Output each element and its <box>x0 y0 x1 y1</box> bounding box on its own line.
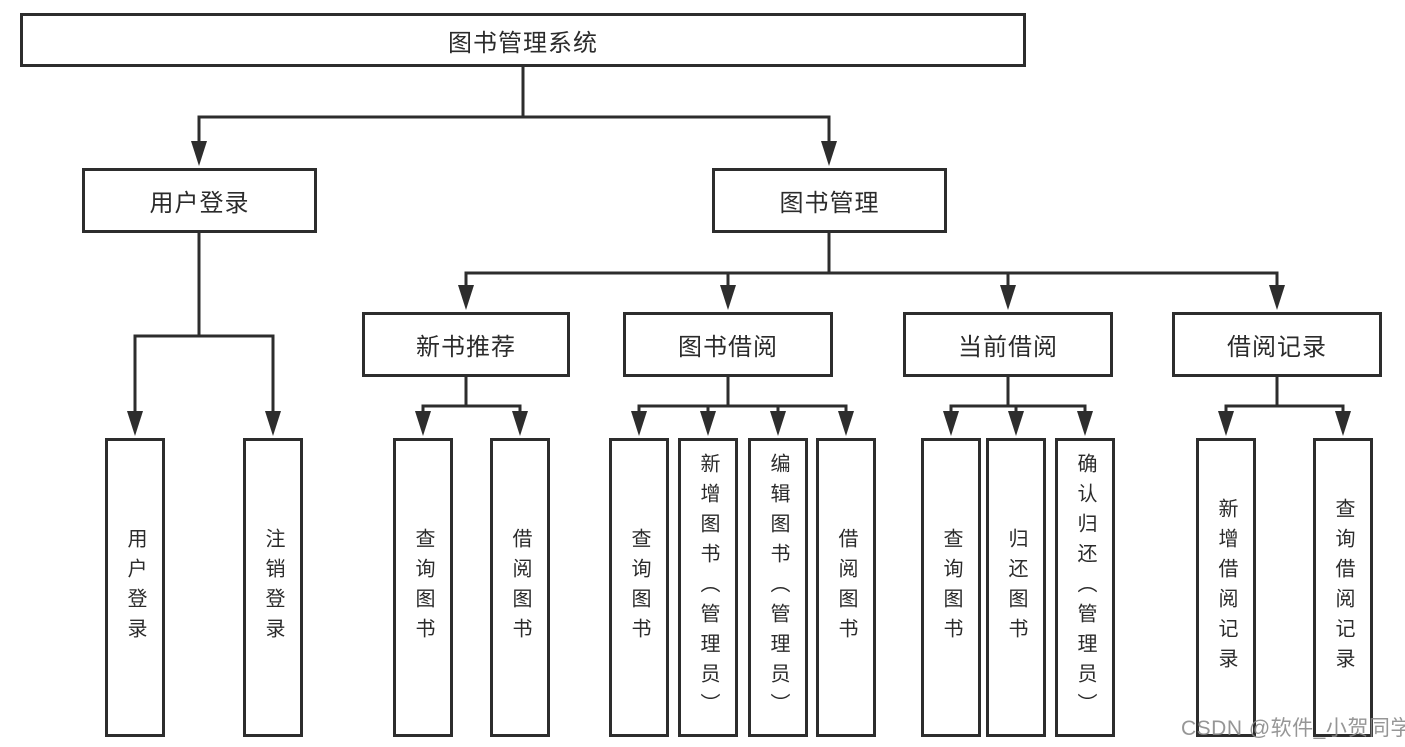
arrowhead-icon <box>1077 411 1093 436</box>
node-book-borrow: 图书借阅 <box>623 312 833 377</box>
arrowhead-icon <box>265 411 281 436</box>
node-new-book-recommend: 新书推荐 <box>362 312 570 377</box>
connector-root-split <box>197 65 831 143</box>
leaf-add-borrow-record-label: 新增借阅记录 <box>1215 497 1237 678</box>
arrowhead-icon <box>127 411 143 436</box>
connector-new-book-split <box>421 375 522 413</box>
leaf-logout-label: 注销登录 <box>262 527 284 648</box>
leaf-user-login-label: 用户登录 <box>124 527 146 648</box>
arrowhead-icon <box>512 411 528 436</box>
arrowhead-icon <box>191 141 207 166</box>
node-current-borrow-label: 当前借阅 <box>958 334 1058 361</box>
leaf-edit-books-admin-label: 编辑图书（管理员） <box>767 452 789 723</box>
leaf-confirm-return-admin: 确认归还（管理员） <box>1055 438 1115 737</box>
leaf-query-books-current: 查询图书 <box>921 438 981 737</box>
leaf-borrow-books: 借阅图书 <box>816 438 876 737</box>
leaf-confirm-return-admin-label: 确认归还（管理员） <box>1074 452 1096 723</box>
node-book-management: 图书管理 <box>712 168 947 233</box>
node-borrow-records-label: 借阅记录 <box>1227 334 1327 361</box>
node-new-book-recommend-label: 新书推荐 <box>416 334 516 361</box>
node-borrow-records: 借阅记录 <box>1172 312 1382 377</box>
connector-borrow-records-split <box>1224 375 1345 413</box>
leaf-return-books: 归还图书 <box>986 438 1046 737</box>
node-current-borrow: 当前借阅 <box>903 312 1113 377</box>
arrowhead-icon <box>700 411 716 436</box>
leaf-add-borrow-record: 新增借阅记录 <box>1196 438 1256 737</box>
leaf-logout: 注销登录 <box>243 438 303 737</box>
leaf-return-books-label: 归还图书 <box>1005 527 1027 648</box>
arrowhead-icon <box>720 285 736 310</box>
arrowhead-icon <box>1008 411 1024 436</box>
leaf-query-borrow-record: 查询借阅记录 <box>1313 438 1373 737</box>
node-root-label: 图书管理系统 <box>448 29 598 57</box>
arrowhead-icon <box>1335 411 1351 436</box>
leaf-query-books-recommend: 查询图书 <box>393 438 453 737</box>
arrowhead-icon <box>415 411 431 436</box>
arrowhead-icon <box>631 411 647 436</box>
leaf-borrow-books-label: 借阅图书 <box>835 527 857 648</box>
node-book-borrow-label: 图书借阅 <box>678 334 778 361</box>
csdn-watermark: CSDN @软件_小贺同学 <box>1181 717 1405 740</box>
leaf-query-books-borrow: 查询图书 <box>609 438 669 737</box>
node-user-login-label: 用户登录 <box>149 190 250 217</box>
leaf-user-login: 用户登录 <box>105 438 165 737</box>
arrowhead-icon <box>1000 285 1016 310</box>
node-root: 图书管理系统 <box>20 13 1026 67</box>
arrowhead-icon <box>838 411 854 436</box>
arrowhead-icon <box>458 285 474 310</box>
arrowhead-icon <box>821 141 837 166</box>
leaf-borrow-books-recommend-label: 借阅图书 <box>509 527 531 648</box>
node-user-login: 用户登录 <box>82 168 317 233</box>
leaf-edit-books-admin: 编辑图书（管理员） <box>748 438 808 737</box>
connector-book-borrow-split <box>637 375 848 413</box>
node-book-management-label: 图书管理 <box>779 190 880 217</box>
connector-current-borrow-split <box>949 375 1087 413</box>
leaf-query-books-recommend-label: 查询图书 <box>412 527 434 648</box>
leaf-query-books-borrow-label: 查询图书 <box>628 527 650 648</box>
leaf-query-borrow-record-label: 查询借阅记录 <box>1332 497 1354 678</box>
arrowhead-icon <box>770 411 786 436</box>
arrowhead-icon <box>1269 285 1285 310</box>
connector-user-login-split <box>133 231 275 413</box>
connector-book-mgmt-split <box>464 231 1279 287</box>
leaf-add-books-admin: 新增图书（管理员） <box>678 438 738 737</box>
leaf-query-books-current-label: 查询图书 <box>940 527 962 648</box>
leaf-borrow-books-recommend: 借阅图书 <box>490 438 550 737</box>
leaf-add-books-admin-label: 新增图书（管理员） <box>697 452 719 723</box>
arrowhead-icon <box>943 411 959 436</box>
arrowhead-icon <box>1218 411 1234 436</box>
